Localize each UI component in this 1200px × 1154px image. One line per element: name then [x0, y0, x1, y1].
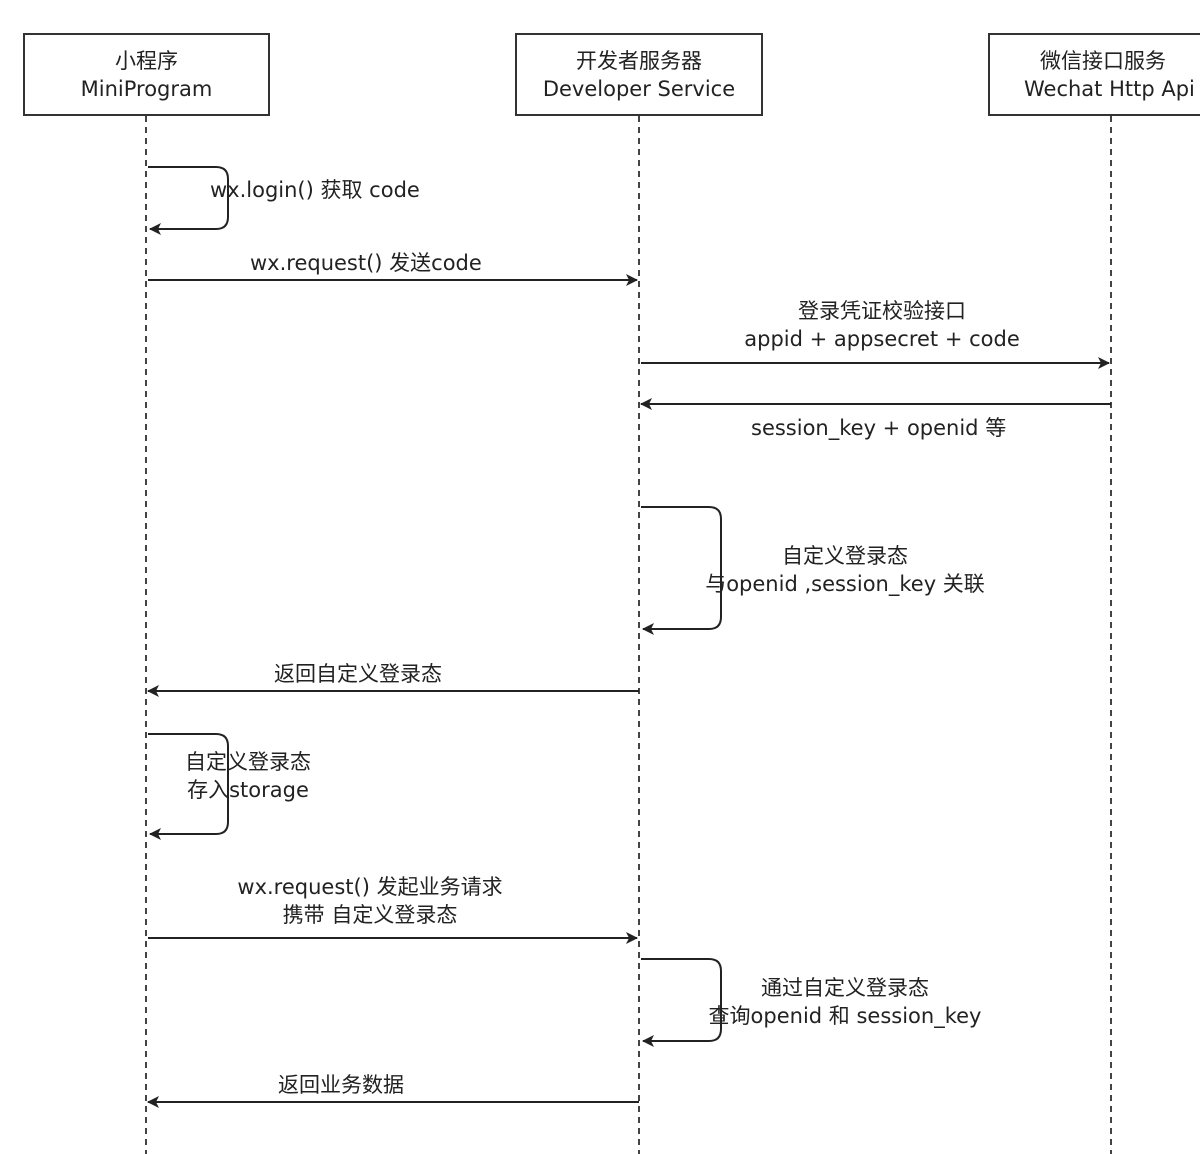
self-arrow-custom-login-state — [641, 506, 722, 635]
participant-label-en: MiniProgram — [80, 77, 213, 101]
message-label-send-code: wx.request() 发送code — [250, 251, 482, 275]
participant-label-cn: 小程序 — [115, 49, 178, 73]
participant-label-en: Wechat Http Api — [1024, 77, 1195, 101]
message-label-wx-login: wx.login() 获取 code — [210, 178, 420, 202]
message-label-session-key: session_key + openid 等 — [751, 416, 1007, 440]
self-arrow-wx-login — [148, 166, 229, 235]
message-label-code-verify: 登录凭证校验接口 appid + appsecret + code — [744, 299, 1020, 351]
message-label-return-business-data: 返回业务数据 — [278, 1073, 404, 1097]
participant-miniprogram: 小程序 MiniProgram — [23, 33, 270, 116]
self-arrow-store-storage — [148, 733, 229, 840]
participant-wechat-api: 微信接口服务 Wechat Http Api — [988, 33, 1200, 116]
participant-developer-service: 开发者服务器 Developer Service — [515, 33, 763, 116]
message-label-return-login-state: 返回自定义登录态 — [274, 662, 442, 686]
message-label-business-request: wx.request() 发起业务请求 携带 自定义登录态 — [237, 875, 503, 927]
participant-label-cn: 开发者服务器 — [576, 49, 702, 73]
message-label-store-storage: 自定义登录态 存入storage — [185, 750, 311, 802]
message-label-query-openid: 通过自定义登录态 查询openid 和 session_key — [708, 976, 982, 1028]
message-label-custom-login-state: 自定义登录态 与openid ,session_key 关联 — [705, 544, 985, 596]
participant-label-en: Developer Service — [542, 77, 736, 101]
participant-label-cn: 微信接口服务 — [1040, 49, 1166, 73]
self-arrow-query-openid — [641, 958, 722, 1047]
